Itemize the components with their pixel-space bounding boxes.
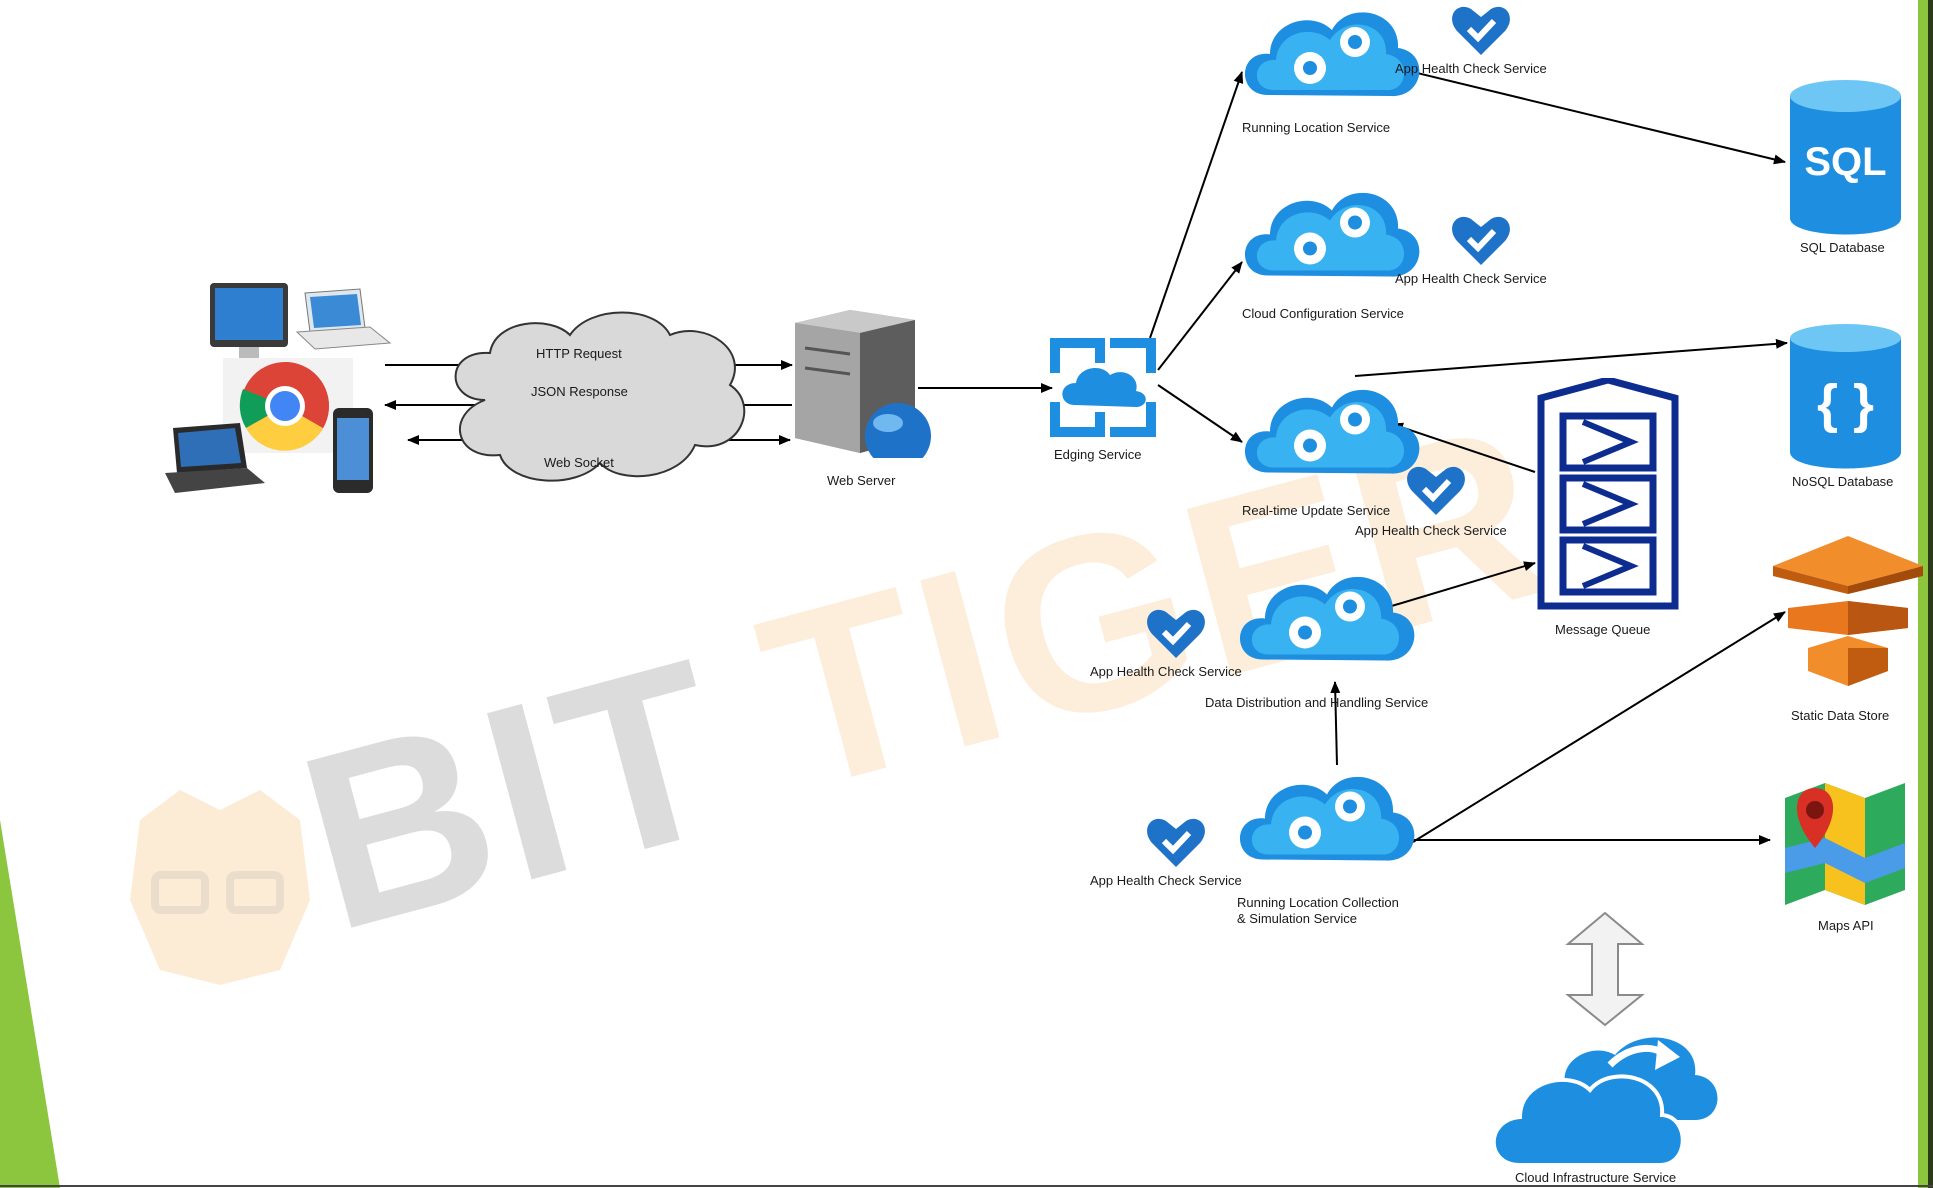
edging-service: Edging Service xyxy=(1040,335,1170,465)
heart-check-icon xyxy=(1147,609,1205,658)
arrow-edging-to-cloud-config xyxy=(1157,261,1243,371)
message-queue: Message Queue xyxy=(1525,378,1695,640)
arrow-collection-to-distribution xyxy=(1330,681,1341,766)
queue-icon xyxy=(1537,378,1679,610)
cloud-infrastructure-label: Cloud Infrastructure Service xyxy=(1515,1170,1677,1185)
azure-service-cloud-icon xyxy=(1244,389,1420,474)
sql-database-label: SQL Database xyxy=(1800,240,1885,255)
heart-check-icon xyxy=(1452,216,1510,265)
azure-service-cloud-icon xyxy=(1244,192,1420,277)
arrow-collection-to-static-store xyxy=(1412,611,1786,843)
health-check-label: App Health Check Service xyxy=(1395,61,1547,76)
heart-check-icon xyxy=(1147,818,1205,867)
heart-check-icon xyxy=(1407,466,1465,515)
health-check-label: App Health Check Service xyxy=(1090,873,1242,888)
client-devices xyxy=(165,283,395,498)
http-request-label: HTTP Request xyxy=(536,346,622,361)
server-globe-icon xyxy=(795,310,931,469)
health-check-5: App Health Check Service xyxy=(1090,817,1280,897)
dark-edge-right xyxy=(1928,0,1933,1188)
map-pin-icon xyxy=(1785,783,1905,905)
realtime-update-service-label: Real-time Update Service xyxy=(1242,503,1391,518)
nosql-database: { } NoSQL Database xyxy=(1780,322,1910,497)
double-arrow-cloud-infra xyxy=(1565,911,1645,1027)
running-location-service-label: Running Location Service xyxy=(1242,120,1391,135)
nosql-db-icon: { } xyxy=(1790,324,1901,469)
collection-simulation-service: Running Location Collection & Simulation… xyxy=(1235,762,1455,932)
maps-api: Maps API xyxy=(1780,778,1920,938)
nosql-database-label: NoSQL Database xyxy=(1792,474,1894,489)
sql-db-icon: SQL xyxy=(1790,80,1901,235)
azure-service-cloud-icon xyxy=(1239,776,1415,861)
realtime-update-service: Real-time Update Service xyxy=(1240,375,1440,525)
health-check-label: App Health Check Service xyxy=(1355,523,1507,538)
health-check-4: App Health Check Service xyxy=(1090,608,1280,688)
cloud-icon xyxy=(454,311,746,482)
azure-service-cloud-icon xyxy=(1244,12,1420,97)
tiger-logo-icon xyxy=(130,790,310,985)
nosql-icon-text: { } xyxy=(1817,374,1874,434)
collection-simulation-label-line1: Running Location Collection xyxy=(1237,895,1399,910)
arrow-queue-to-realtime xyxy=(1391,422,1536,473)
static-data-store-label: Static Data Store xyxy=(1791,708,1890,723)
web-server: Web Server xyxy=(790,308,940,488)
health-check-label: App Health Check Service xyxy=(1090,664,1242,679)
protocol-cloud: HTTP Request JSON Response Web Socket xyxy=(440,305,760,490)
devices-with-chrome-icon xyxy=(165,283,392,493)
heart-check-icon xyxy=(1452,6,1510,55)
arrow-distribution-to-queue xyxy=(1384,561,1536,609)
sql-icon-text: SQL xyxy=(1804,140,1886,184)
data-distribution-service-label: Data Distribution and Handling Service xyxy=(1205,695,1429,710)
sql-database: SQL SQL Database xyxy=(1780,78,1910,258)
cloud-configuration-service: Cloud Configuration Service xyxy=(1240,178,1440,328)
arrow-edging-to-running-location xyxy=(1149,71,1244,339)
web-socket-label: Web Socket xyxy=(544,455,614,470)
arrow-edging-to-realtime xyxy=(1157,384,1243,443)
collection-simulation-label-line2: & Simulation Service xyxy=(1237,911,1357,926)
arrow-realtime-to-nosql xyxy=(1354,338,1788,377)
cloud-infrastructure-service: Cloud Infrastructure Service xyxy=(1490,1025,1730,1185)
running-location-service: Running Location Service xyxy=(1240,0,1440,140)
health-check-3: App Health Check Service xyxy=(1355,465,1545,545)
green-triangle-left xyxy=(0,820,60,1188)
edge-cloud-icon xyxy=(1050,338,1156,437)
maps-api-label: Maps API xyxy=(1818,918,1874,933)
health-check-1: App Health Check Service xyxy=(1395,5,1585,85)
data-distribution-service: Data Distribution and Handling Service xyxy=(1205,562,1465,712)
arrow-running-location-to-sql xyxy=(1379,63,1786,165)
cloud-configuration-service-label: Cloud Configuration Service xyxy=(1242,306,1404,321)
cloud-sync-icon xyxy=(1491,1037,1718,1167)
health-check-2: App Health Check Service xyxy=(1395,215,1585,295)
web-server-label: Web Server xyxy=(827,473,896,488)
health-check-label: App Health Check Service xyxy=(1395,271,1547,286)
edging-service-label: Edging Service xyxy=(1054,447,1142,462)
azure-service-cloud-icon xyxy=(1239,576,1415,661)
message-queue-label: Message Queue xyxy=(1555,622,1651,637)
json-response-label: JSON Response xyxy=(531,384,628,399)
static-data-store: Static Data Store xyxy=(1768,536,1928,731)
layered-store-icon xyxy=(1773,536,1923,686)
